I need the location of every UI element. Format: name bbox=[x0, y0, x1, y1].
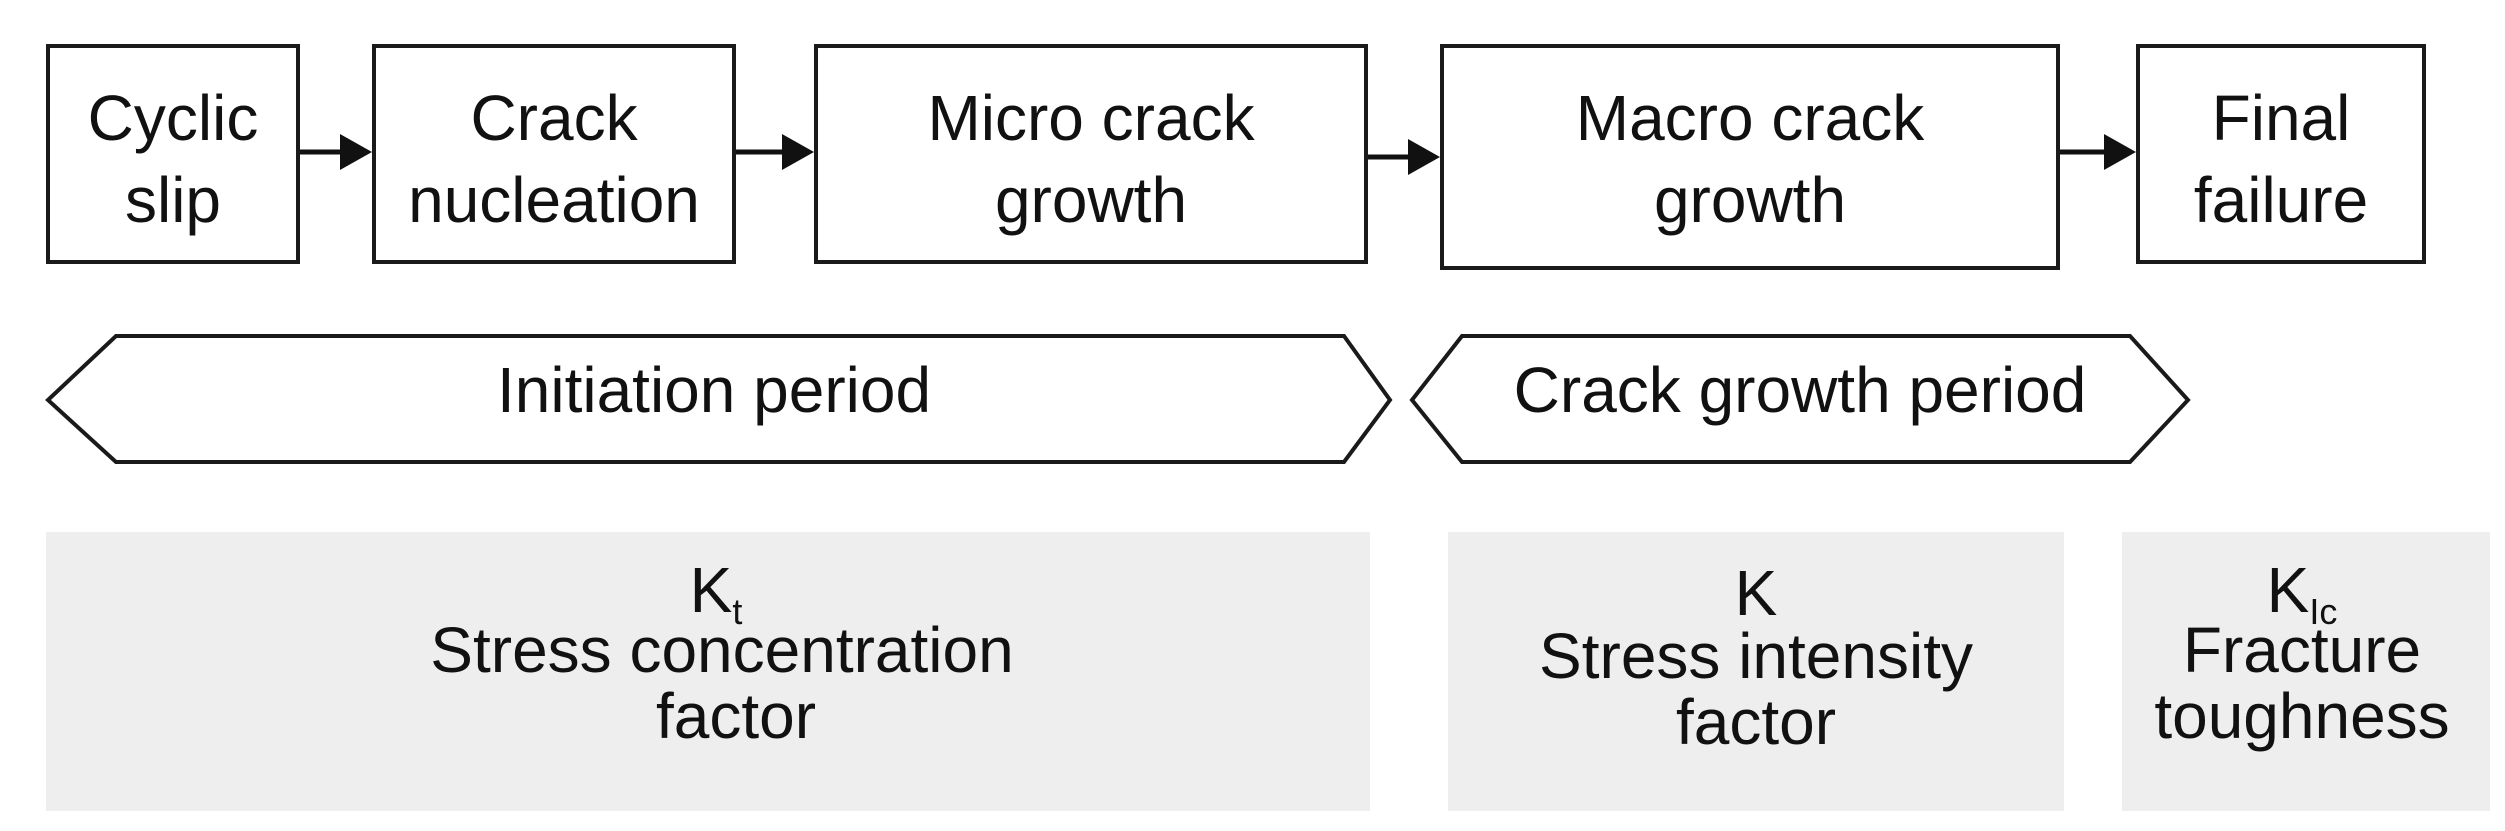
arrow-micro-to-macro bbox=[1368, 139, 1440, 175]
stress-intensity-symbol: K bbox=[1735, 557, 1778, 629]
arrow-macro-to-failure bbox=[2060, 134, 2136, 170]
stage-label-line-2: growth bbox=[1654, 164, 1846, 236]
fracture-toughness-symbol: KIc bbox=[2267, 554, 2338, 632]
stage-label-line-1: Crack bbox=[470, 82, 638, 154]
stress-concentration-panel: Kt Stress concentration factor bbox=[46, 532, 1370, 811]
stage-label-line-2: failure bbox=[2194, 164, 2368, 236]
symbol-k: K bbox=[1735, 557, 1778, 629]
stage-box-macro-crack-growth: Macro crack growth bbox=[1440, 44, 2060, 270]
stage-box-micro-crack-growth: Micro crack growth bbox=[814, 44, 1368, 264]
stage-label-line-2: growth bbox=[995, 164, 1187, 236]
stress-concentration-line-2: factor bbox=[656, 680, 816, 752]
stage-label-line-2: slip bbox=[125, 164, 221, 236]
stage-label-line-1: Macro crack bbox=[1576, 82, 1926, 154]
initiation-period-shape: Initiation period bbox=[45, 334, 1393, 464]
initiation-period-label: Initiation period bbox=[497, 354, 931, 426]
stage-box-final-failure: Final failure bbox=[2136, 44, 2426, 264]
arrow-nucleation-to-micro bbox=[736, 134, 814, 170]
fracture-toughness-line-2: toughness bbox=[2154, 680, 2449, 752]
stage-box-cyclic-slip: Cyclic slip bbox=[46, 44, 300, 264]
stress-concentration-symbol: Kt bbox=[690, 554, 743, 632]
stage-box-crack-nucleation: Crack nucleation bbox=[372, 44, 736, 264]
fracture-toughness-line-1: Fracture bbox=[2183, 614, 2421, 686]
stress-concentration-line-1: Stress concentration bbox=[430, 614, 1013, 686]
symbol-k: K bbox=[2267, 554, 2310, 626]
stage-label-line-1: Cyclic bbox=[88, 82, 259, 154]
crack-growth-period-shape: Crack growth period bbox=[1409, 334, 2191, 464]
symbol-subscript: Ic bbox=[2309, 591, 2337, 632]
stress-intensity-panel: K Stress intensity factor bbox=[1448, 532, 2064, 811]
stress-intensity-line-1: Stress intensity bbox=[1539, 620, 1973, 692]
symbol-k: K bbox=[690, 554, 733, 626]
stage-label-line-1: Micro crack bbox=[927, 82, 1255, 154]
symbol-subscript: t bbox=[732, 591, 742, 632]
stage-label-line-2: nucleation bbox=[408, 164, 700, 236]
stress-intensity-line-2: factor bbox=[1676, 686, 1836, 758]
crack-growth-period-label: Crack growth period bbox=[1514, 354, 2087, 426]
fracture-toughness-panel: KIc Fracture toughness bbox=[2122, 532, 2490, 811]
arrow-slip-to-nucleation bbox=[300, 134, 372, 170]
stage-label-line-1: Final bbox=[2212, 82, 2351, 154]
